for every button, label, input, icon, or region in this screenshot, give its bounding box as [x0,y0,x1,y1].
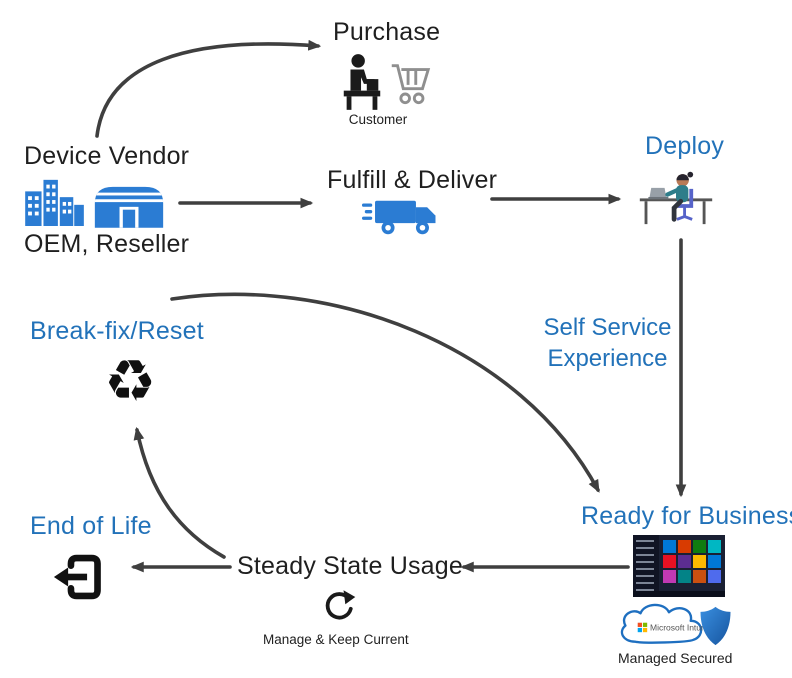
oem-reseller-caption: OEM, Reseller [24,230,190,258]
steady-state-usage-label: Steady State Usage [237,552,463,580]
self-service-line2: Experience [547,345,668,372]
self-service-line1: Self Service [543,314,672,341]
fulfill-deliver-label: Fulfill & Deliver [327,166,498,194]
self-service-experience-label: Self Service Experience [540,312,675,374]
refresh-icon [325,590,356,620]
end-of-life-label: End of Life [30,512,152,540]
customer-caption: Customer [348,112,408,127]
manage-keep-current-caption: Manage & Keep Current [263,632,409,647]
break-fix-reset-label: Break-fix/Reset [30,317,204,345]
deploy-person-at-desk-icon [639,171,713,225]
intune-logo-text: Microsoft Intune [650,622,711,632]
deploy-label: Deploy [645,132,725,160]
arrow-vendor-to-purchase [95,39,322,138]
device-vendor-label: Device Vendor [24,142,190,170]
security-shield-icon [700,606,731,646]
managed-secured-caption: Managed Secured [618,650,733,666]
customer-checkout-icon [343,54,431,110]
recycle-icon: ♻ [104,347,156,415]
delivery-truck-icon [362,200,436,235]
oem-buildings-icon [25,179,84,226]
purchase-label: Purchase [333,18,441,46]
reseller-warehouse-icon [94,186,164,228]
arrow-steady-to-breakfix [133,426,226,559]
ready-for-business-label: Ready for Business [581,502,792,530]
windows-desktop-screenshot [633,535,725,597]
arrow-breakfix-to-ready [170,292,600,493]
exit-sign-out-icon [53,554,101,600]
microsoft-intune-cloud-logo: Microsoft Intune [620,603,711,644]
